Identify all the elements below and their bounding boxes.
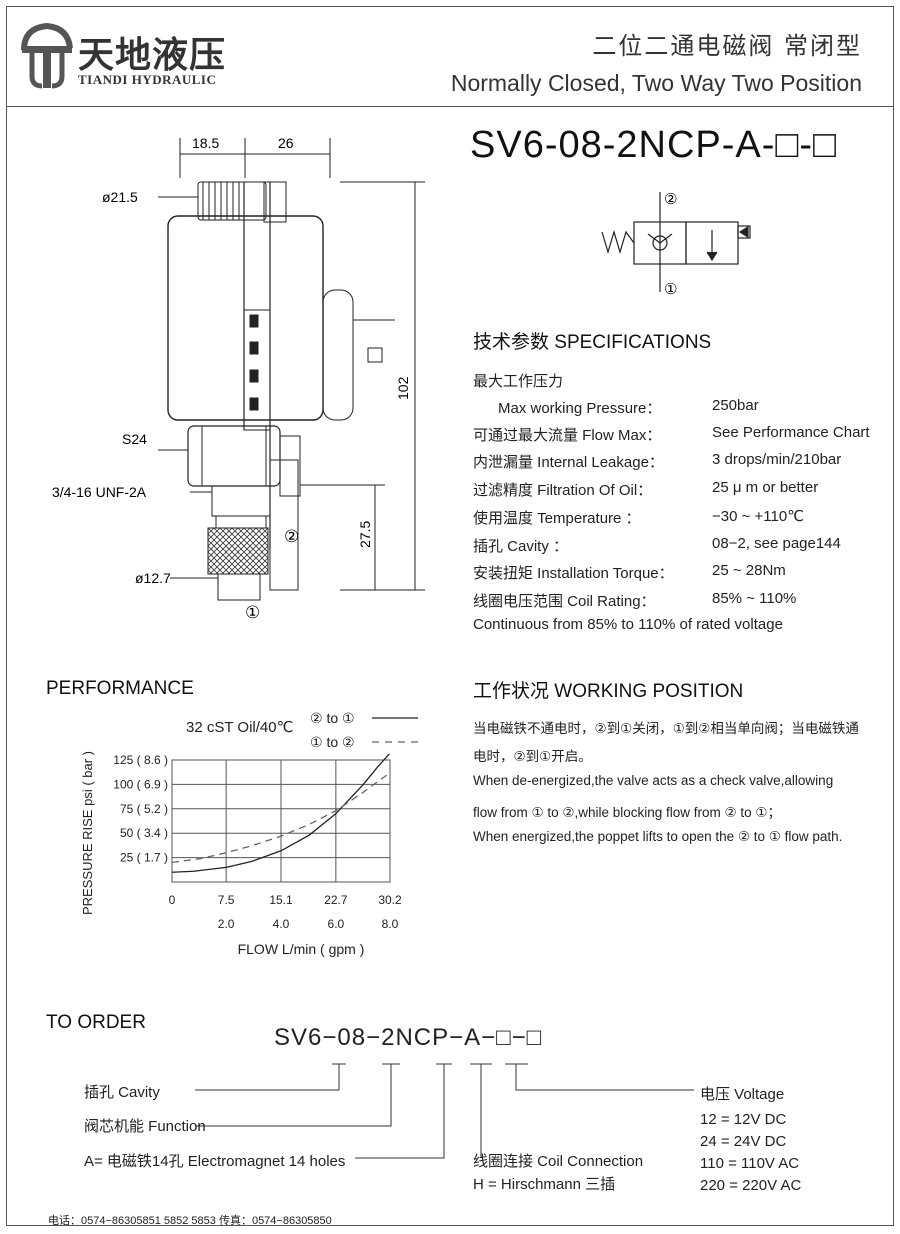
symbol-port-2: ② [664,191,677,208]
performance-chart: ② to ① ① to ② 25 ( 1.7 ) 50 ( 3.4 ) 75 ( 5.… [80,710,418,957]
order-leader-lines [195,1063,694,1159]
brand-name-cn: 天地液压 [78,34,227,76]
hydraulic-symbol-icon: ② ① [601,191,751,298]
x-tick-label: 7.5 [218,893,235,907]
spec-label: Max working Pressure： [498,400,662,417]
spec-label: 内泄漏量 Internal Leakage： [473,454,664,471]
x-tick-label: 15.1 [269,893,293,907]
header-divider [6,106,893,107]
footer-contact: 电话：0574−86305851 5852 5853 传真：0574−86305… [48,1215,332,1227]
working-line-5: When energized,the poppet lifts to open … [473,829,843,844]
port-1-label: ① [245,603,260,622]
brand-name-en: TIANDI HYDRAULIC [78,72,217,87]
voltage-option: 110 = 110V AC [700,1155,800,1172]
spec-value: 25 μ m or better [712,479,819,496]
legend-label: ② to ① [310,710,355,726]
product-title-cn: 二位二通电磁阀 常闭型 [592,32,862,60]
order-function: 阀芯机能 Function [84,1118,206,1135]
y-tick-label: 25 ( 1.7 ) [120,851,168,865]
brand-logo-icon [21,22,73,89]
x-tick-label: 22.7 [324,893,348,907]
order-heading: TO ORDER [46,1012,146,1033]
x-tick-label-gpm: 4.0 [273,917,290,931]
voltage-option: 24 = 24V DC [700,1133,787,1150]
order-voltage-title: 电压 Voltage [700,1086,785,1103]
dim-hex: S24 [122,431,147,447]
oil-condition: 32 cST Oil/40℃ [186,719,294,736]
symbol-port-1: ① [664,281,677,298]
product-title-en: Normally Closed, Two Way Two Position [450,70,862,96]
dim-height-lower: 27.5 [357,521,373,548]
working-heading: 工作状况 WORKING POSITION [473,681,744,702]
spec-value: 250bar [712,397,759,414]
spec-value: See Performance Chart [712,424,870,441]
working-line-4: flow from ① to ②,while blocking flow fro… [473,805,781,820]
x-axis-label: FLOW L/min ( gpm ) [238,941,365,957]
y-tick-label: 100 ( 6.9 ) [113,777,168,791]
spec-label: 线圈电压范围 Coil Rating： [473,593,656,610]
legend-label: ① to ② [310,734,355,750]
spec-value: 3 drops/min/210bar [712,451,842,468]
x-tick-label-gpm: 8.0 [382,917,399,931]
order-coil-title: 线圈连接 Coil Connection [473,1153,644,1170]
working-line-3: When de-energized,the valve acts as a ch… [473,773,834,788]
working-line-2: 电时，②到①开启。 [473,749,592,764]
series-line-1 [172,772,390,864]
spec-label: 插孔 Cavity ： [473,538,569,555]
y-tick-label: 75 ( 5.2 ) [120,802,168,816]
order-code: SV6−08−2NCP−A−□−□ [274,1024,543,1051]
voltage-option: 12 = 12V DC [700,1111,787,1128]
voltage-option: 220 = 220V AC [700,1177,802,1194]
x-tick-label-gpm: 2.0 [218,917,235,931]
y-axis-label: PRESSURE RISE psi ( bar ) [80,751,95,915]
spec-value: 08−2, see page144 [712,535,841,552]
spec-label: 可通过最大流量 Flow Max： [473,427,662,444]
y-tick-label: 50 ( 3.4 ) [120,826,168,840]
dim-thread: 3/4-16 UNF-2A [52,484,147,500]
dim-dia-bottom: ø12.7 [135,570,171,586]
page-frame [6,6,894,1226]
order-cavity: 插孔 Cavity [84,1084,160,1101]
spec-note: Continuous from 85% to 110% of rated vol… [473,616,783,633]
spec-label: 使用温度 Temperature ： [473,510,641,527]
dim-height-total: 102 [395,376,411,400]
spec-label: 安装扭矩 Installation Torque： [473,565,674,582]
x-tick-label: 30.2 [378,893,402,907]
dim-dia-top: ø21.5 [102,189,138,205]
dim-top-right: 26 [278,135,294,151]
working-line-1: 当电磁铁不通电时，②到①关闭，①到②相当单向阀；当电磁铁通 [473,721,859,736]
spec-value: −30 ~ +110℃ [712,508,805,525]
spec-value: 25 ~ 28Nm [712,562,786,579]
x-tick-label-gpm: 6.0 [328,917,345,931]
x-tick-label: 0 [169,893,176,907]
performance-heading: PERFORMANCE [46,678,194,699]
spec-label: 过滤精度 Filtration Of Oil： [473,482,653,499]
spec-pressure-cn: 最大工作压力 [473,373,564,390]
order-electromagnet: A= 电磁铁14孔 Electromagnet 14 holes [84,1153,346,1170]
port-2-label: ② [284,527,299,546]
specs-heading: 技术参数 SPECIFICATIONS [473,332,712,353]
dim-top-left: 18.5 [192,135,219,151]
valve-dimension-drawing: 18.5 26 ø21.5 S24 3/4-16 UNF-2A ø12.7 10… [52,135,425,622]
series-line-0 [172,754,390,873]
spec-value: 85% ~ 110% [712,590,797,607]
model-code: SV6-08-2NCP-A-□-□ [470,124,837,166]
y-tick-label: 125 ( 8.6 ) [113,753,168,767]
order-coil-value: H = Hirschmann 三插 [473,1176,616,1193]
